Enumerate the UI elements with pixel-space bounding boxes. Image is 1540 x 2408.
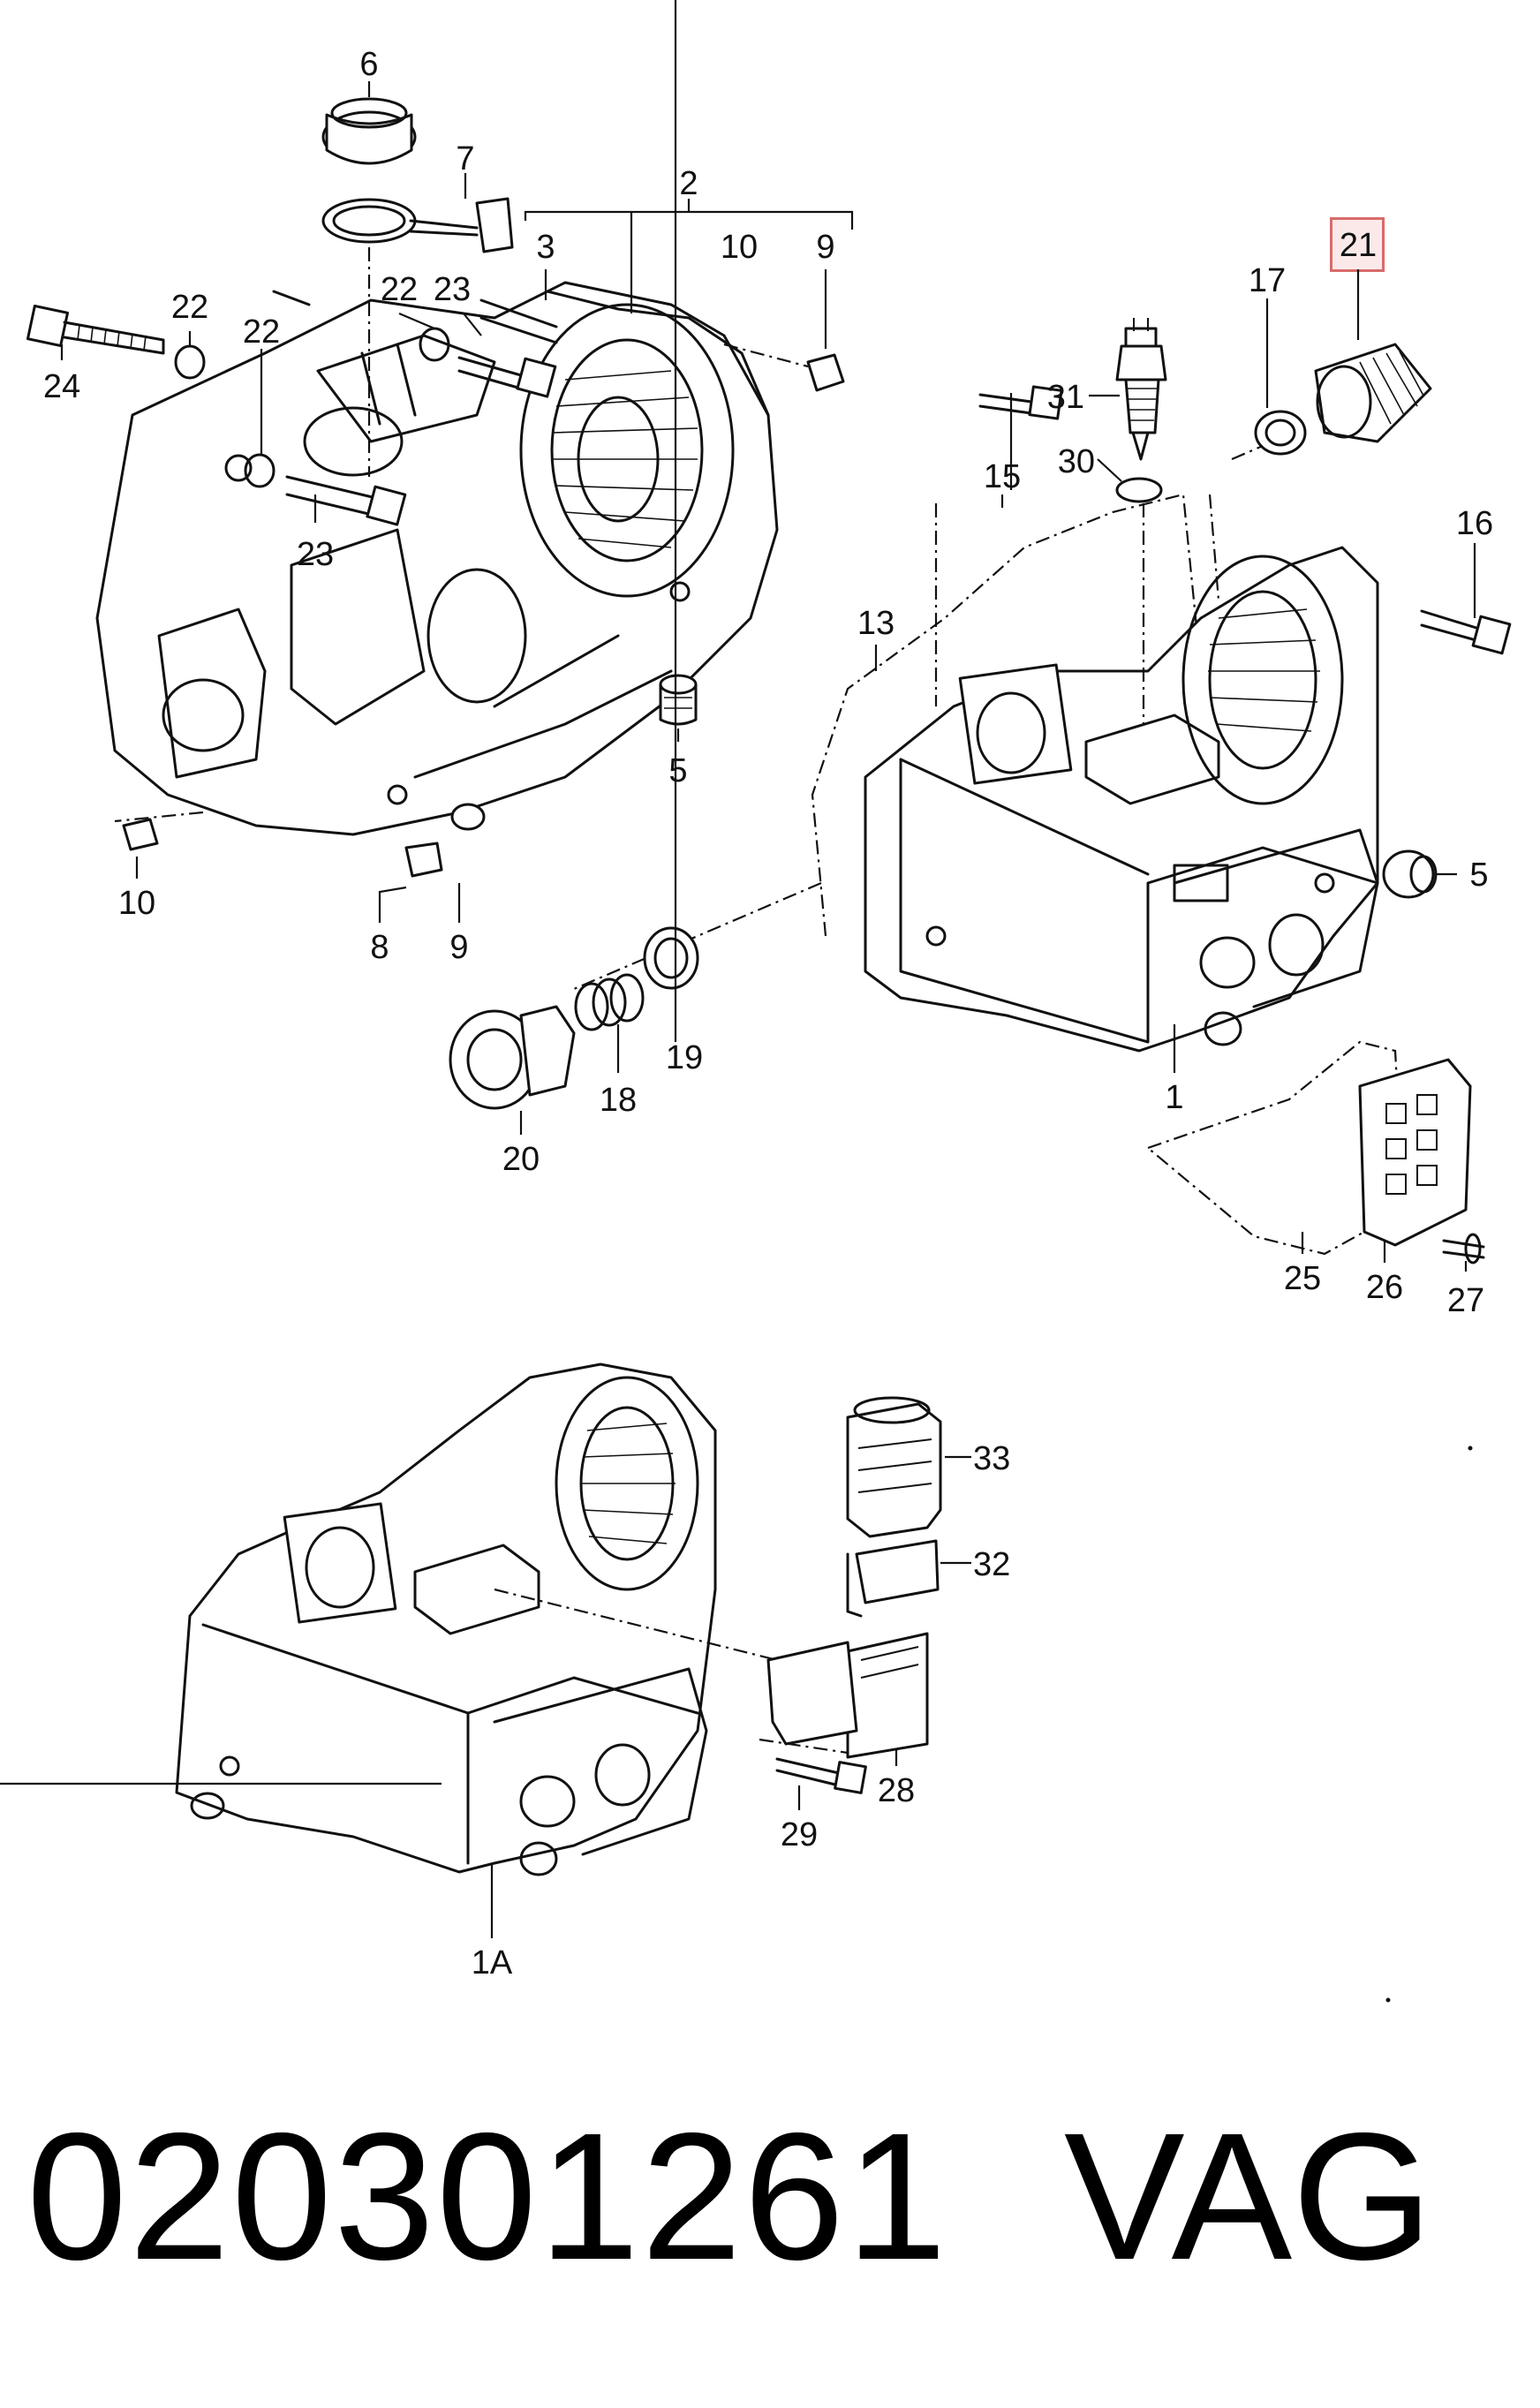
part-29-bolt [775,1757,867,1794]
callout-labels: 6 7 2 3 10 9 22 22 22 23 23 24 5 10 8 9 … [43,46,1493,1982]
callout-6: 6 [359,46,378,83]
part-18-spring [574,973,645,1031]
part-17-seal [1254,410,1307,456]
callout-8: 8 [370,929,389,966]
callout-3: 3 [536,229,555,266]
callout-23-top: 23 [434,271,471,308]
callout-19: 19 [666,1039,703,1076]
part-28-module [766,1632,929,1759]
leader-lines [60,0,1476,1938]
callout-20: 20 [502,1141,540,1178]
callout-2: 2 [679,165,698,202]
part-20-flange [449,1005,576,1110]
part-24-bolt [26,304,165,355]
callout-25: 25 [1284,1260,1321,1297]
callout-10-top: 10 [721,229,758,266]
callout-21: 21 [1340,227,1377,264]
highlight-box-part-21 [1330,217,1385,272]
callout-22-left: 22 [171,289,208,326]
callout-22-mid: 22 [381,271,418,308]
part-33-connector [846,1396,942,1538]
left-clutch-housing [95,281,779,836]
callout-1A: 1A [472,1944,513,1982]
part-19-ring [643,926,699,990]
callout-7: 7 [456,140,474,177]
callout-15: 15 [984,458,1021,495]
bolts-top [272,290,558,526]
lower-gearbox-housing [175,1363,717,1876]
callout-5-right: 5 [1469,857,1488,894]
callout-16: 16 [1456,505,1493,542]
part-27-bolt [1442,1233,1485,1264]
part-26-cover [1145,1040,1472,1256]
part-21-boot [1314,343,1432,443]
callout-29: 29 [781,1816,818,1853]
callout-1: 1 [1165,1079,1183,1116]
callout-28: 28 [878,1772,915,1809]
callout-17: 17 [1249,262,1286,299]
part-15-bolt [978,385,1063,420]
callout-26: 26 [1366,1269,1403,1306]
callout-9-bottom: 9 [449,929,468,966]
part-32-bracket [846,1539,940,1618]
part-6-cover [321,97,417,165]
part-number-caption: 020301261 [26,2095,949,2298]
callout-24: 24 [43,368,80,405]
part-5-plug-left [659,674,698,726]
callout-32: 32 [973,1546,1010,1583]
part-31-switch [1115,318,1167,461]
part-7-ring [321,197,514,253]
callout-10-bottom: 10 [118,885,155,922]
callout-27: 27 [1447,1282,1484,1319]
part-16-bolt [1420,609,1512,655]
callout-5-left: 5 [668,752,687,789]
callout-13: 13 [857,605,895,642]
callout-33: 33 [973,1440,1010,1477]
part-5-plug-right [1382,849,1438,899]
callout-30: 30 [1058,443,1095,480]
callout-23-mid: 23 [297,536,334,573]
callout-9-top: 9 [816,229,834,266]
callout-18: 18 [600,1082,637,1119]
brand-caption: VAG [1064,2095,1433,2298]
callout-22-inner: 22 [243,313,280,351]
right-gearbox-housing [811,493,1379,1053]
callout-31: 31 [1047,379,1084,416]
